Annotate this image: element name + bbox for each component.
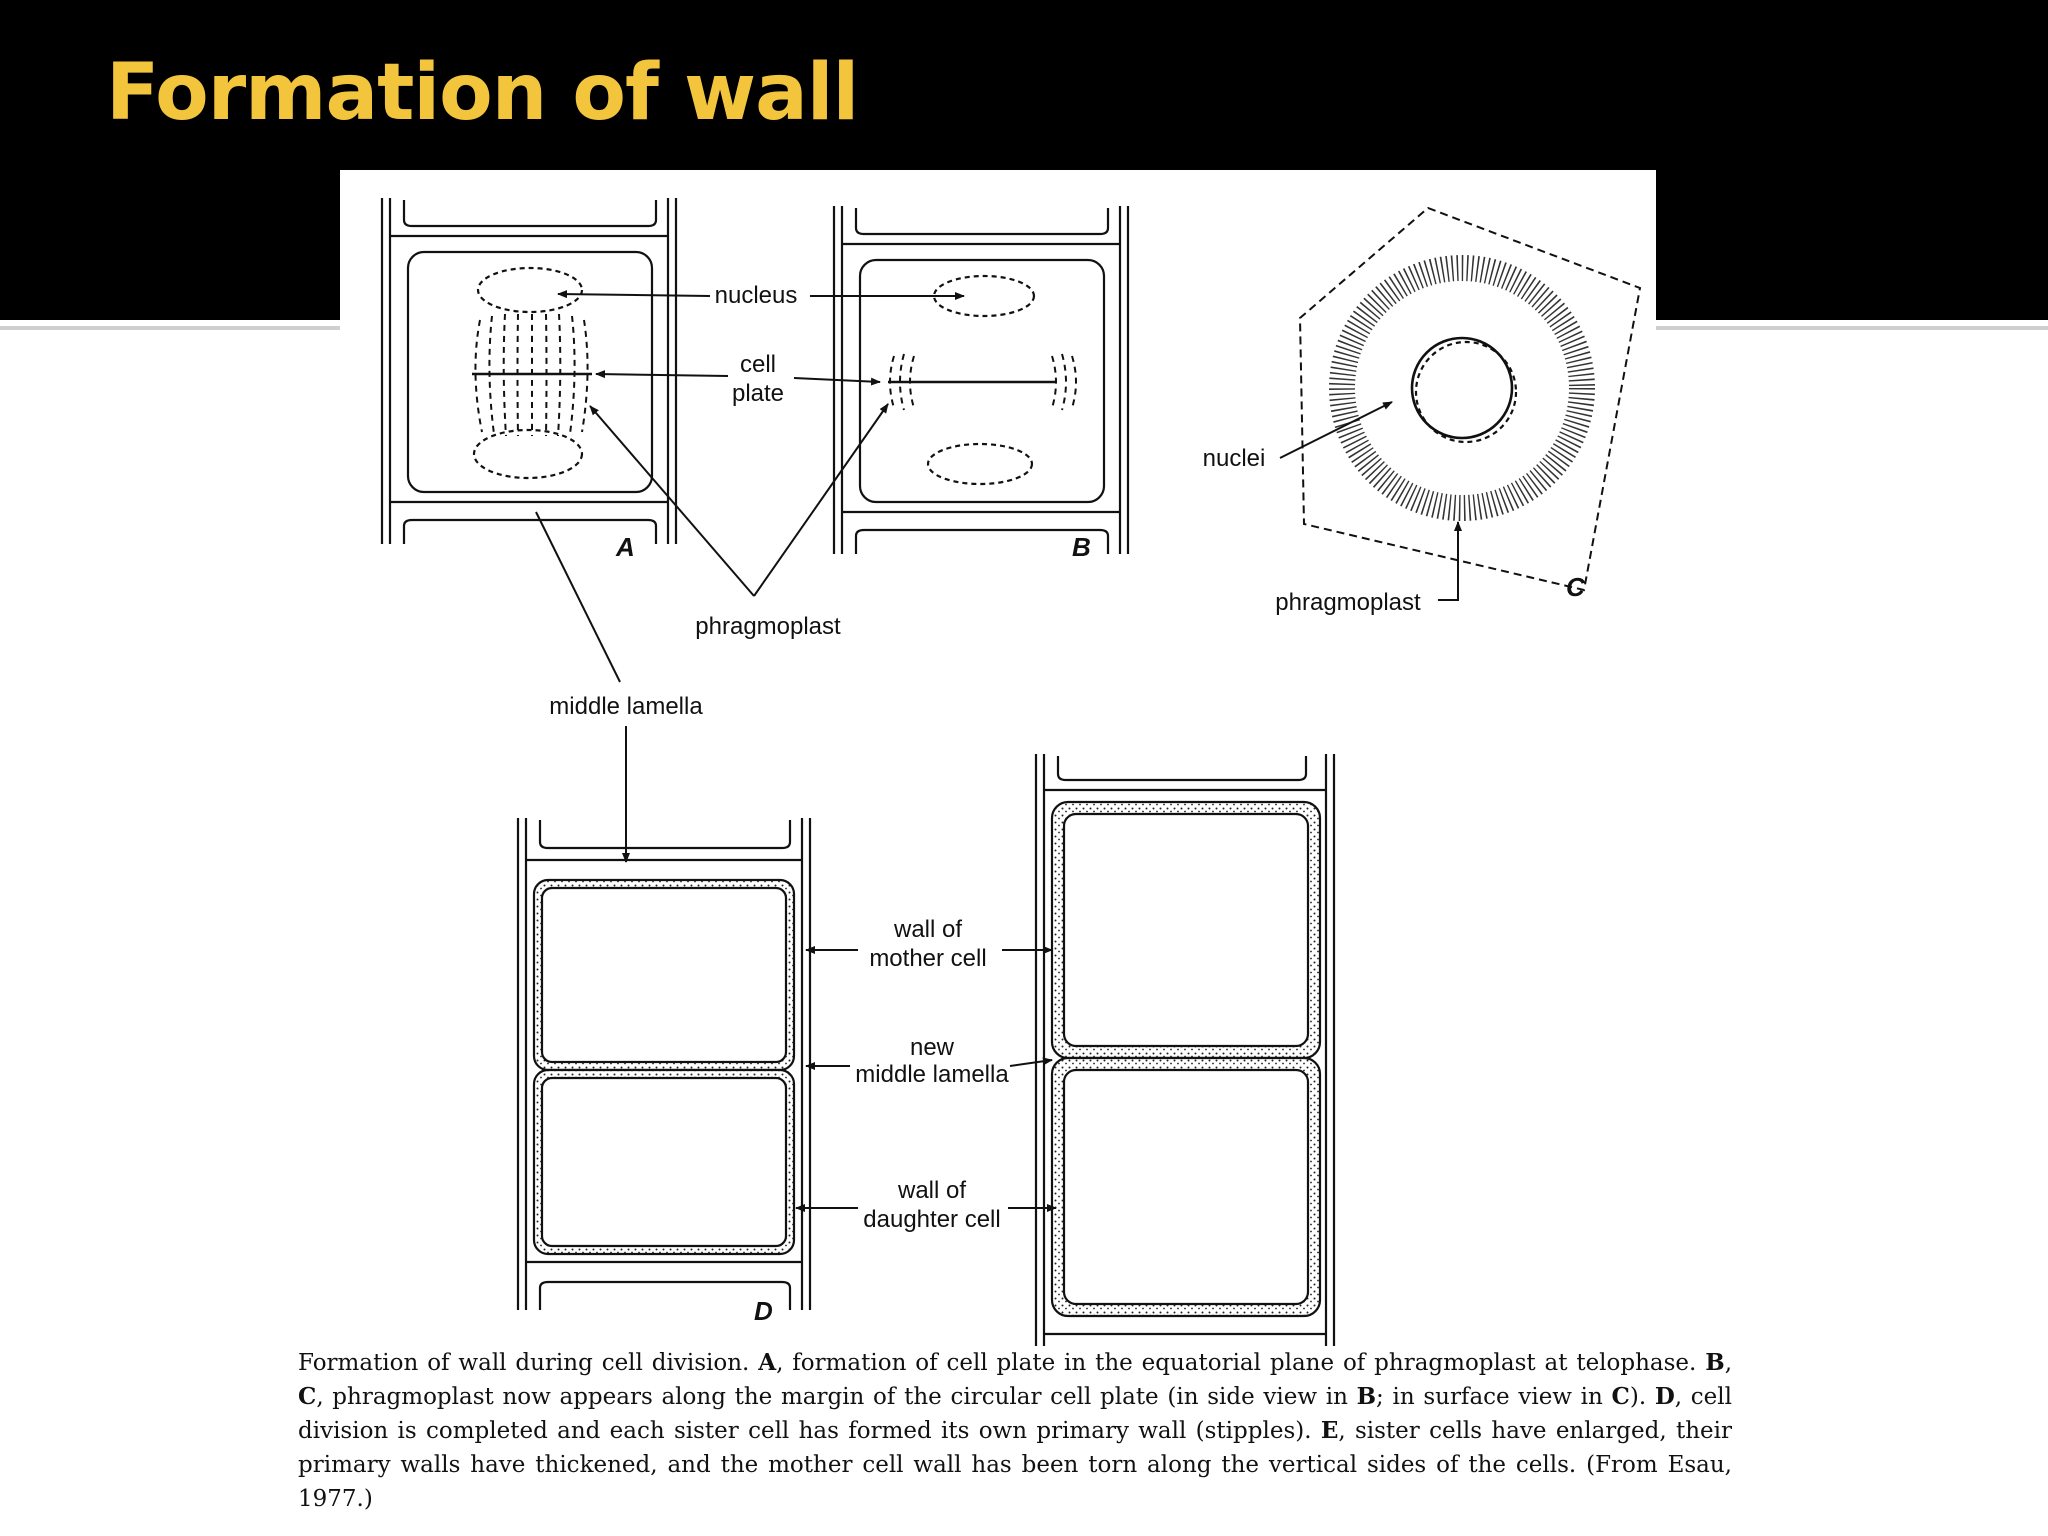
panel-a [380,198,678,544]
label-wall-of-1: wall of [893,916,962,943]
panel-a-walls [380,198,678,544]
label-middle-lamella: middle lamella [549,693,703,720]
label-new: new [910,1034,955,1061]
figure-panel: nucleus cell plate phragmoplast middle l… [340,170,1656,1536]
label-plate: plate [732,380,784,407]
panel-label-c: C [1566,572,1586,602]
panel-b [832,206,1130,554]
diagram-labels: nucleus cell plate phragmoplast middle l… [549,282,1586,1326]
label-cell: cell [740,351,776,378]
panel-a-nuclei [472,266,584,480]
label-phragmoplast-c: phragmoplast [1275,589,1421,616]
panel-label-d: D [754,1296,773,1326]
label-nuclei: nuclei [1203,445,1266,472]
label-wall-of-2: wall of [897,1177,966,1204]
panel-label-a: A [615,532,635,562]
cell-division-diagram: nucleus cell plate phragmoplast middle l… [380,198,1642,1346]
panel-c-phragmoplast-ring [1329,255,1595,521]
panel-d-daughter-cells [532,878,796,1256]
label-nucleus: nucleus [715,282,798,309]
label-mother-cell: mother cell [869,945,986,972]
panel-c-cell-outline [1298,206,1642,592]
panel-b-nuclei [926,274,1036,486]
slide-title: Formation of wall [106,48,859,138]
panel-d [516,818,812,1310]
panel-e-walls [1034,754,1336,1346]
panel-c-nucleus-dashed [1414,340,1518,444]
label-daughter-cell: daughter cell [863,1206,1000,1233]
panel-e [1034,754,1336,1346]
label-phragmoplast: phragmoplast [695,613,841,640]
label-middle-lamella-2: middle lamella [855,1061,1009,1088]
leader-lines [535,290,1462,1212]
panel-e-daughter-cells [1050,800,1322,1318]
panel-c [1298,206,1642,592]
panel-label-b: B [1072,532,1091,562]
panel-c-nucleus-solid [1410,336,1514,440]
panel-b-walls [832,206,1130,554]
figure-caption: Formation of wall during cell division. … [298,1349,1733,1512]
